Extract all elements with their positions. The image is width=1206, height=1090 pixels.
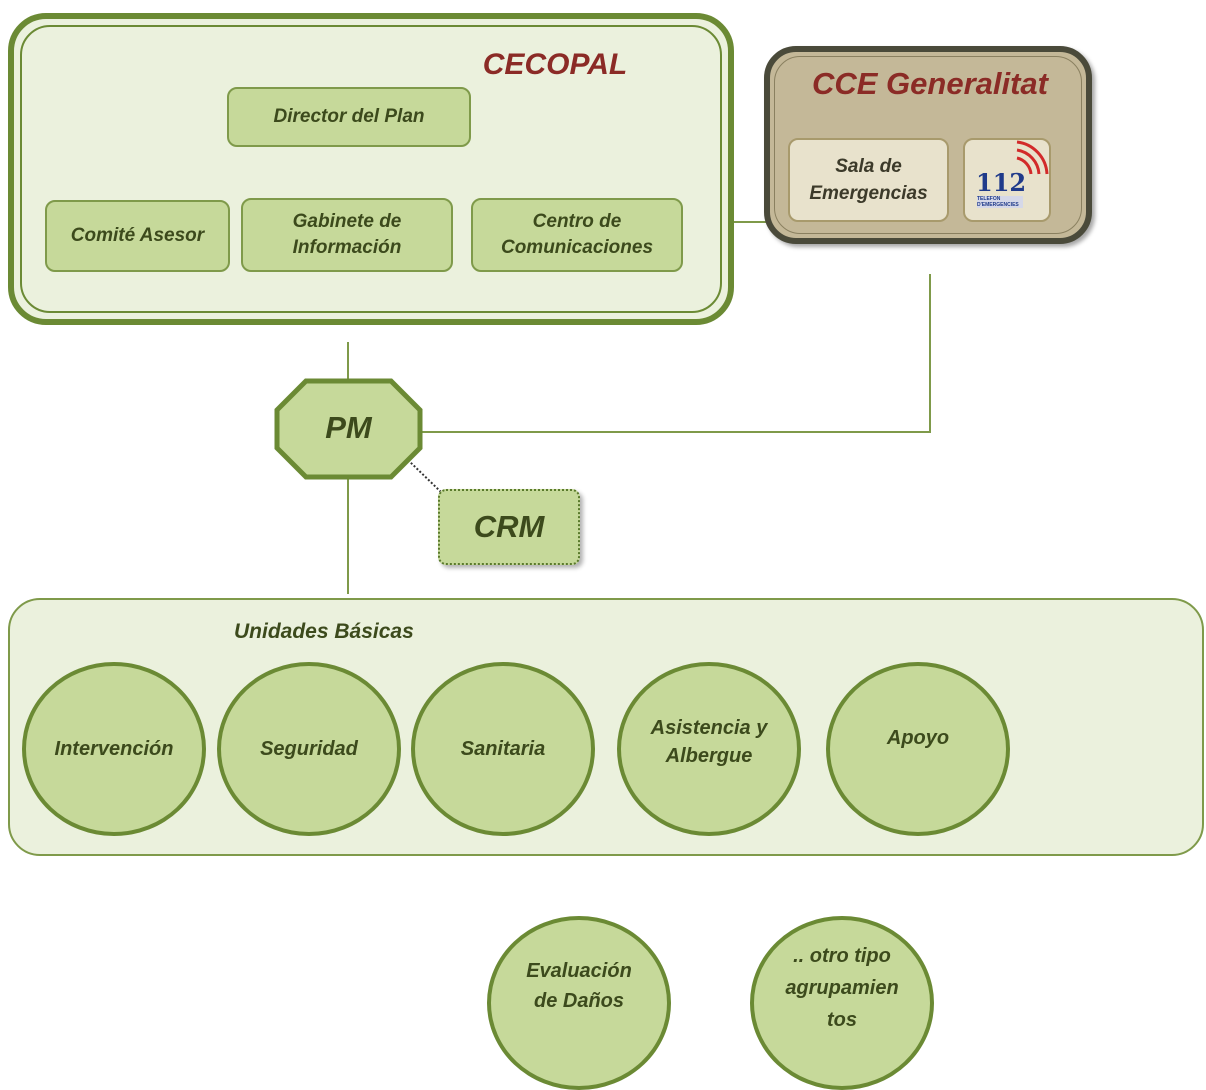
unidad-intervencion-label: Intervención [54,737,174,760]
unidad-asistencia: Asistencia y Albergue [617,662,801,836]
sala-label: Sala de Emergencias [809,156,928,204]
unidad-intervencion: Intervención [22,662,206,836]
director-box: Director del Plan [227,87,471,147]
logo-112-box: 112 TELEFON D'EMERGENCIES [963,138,1051,222]
sala-box: Sala de Emergencias [788,138,949,222]
unidad-seguridad-label: Seguridad [260,737,358,760]
crm-label: CRM [473,509,545,544]
cce-title: CCE Generalitat [811,66,1048,101]
unidad-apoyo-label: Apoyo [886,726,950,749]
otro-tipo-circle: .. otro tipo agrupamien tos [750,916,934,1090]
unidad-asistencia-label: Asistencia y Albergue [650,717,768,767]
unidad-seguridad: Seguridad [217,662,401,836]
logo-112-icon [977,140,1049,208]
unidad-apoyo: Apoyo [826,662,1010,836]
gabinete-box: Gabinete de Información [241,198,453,272]
cecopal-panel [8,13,734,325]
gabinete-label: Gabinete de Información [292,211,402,258]
comite-label: Comité Asesor [70,225,205,246]
logo-112-number: 112 [976,168,1027,197]
centro-box: Centro de Comunicaciones [471,198,683,272]
otro-tipo-label: .. otro tipo agrupamien tos [785,945,899,1031]
centro-label: Centro de Comunicaciones [500,211,654,258]
unidad-sanitaria: Sanitaria [411,662,595,836]
logo-112-caption: TELEFON D'EMERGENCIES [977,196,1019,208]
unidades-title: Unidades Básicas [234,620,414,643]
evaluacion-circle: Evaluación de Daños [487,916,671,1090]
crm-box: CRM [438,489,580,565]
comite-box: Comité Asesor [45,200,230,272]
unidad-sanitaria-label: Sanitaria [460,737,546,760]
evaluacion-label: Evaluación de Daños [526,960,632,1012]
cecopal-title: CECOPAL [482,48,628,81]
pm-label: PM [325,410,372,445]
director-label: Director del Plan [273,106,425,127]
